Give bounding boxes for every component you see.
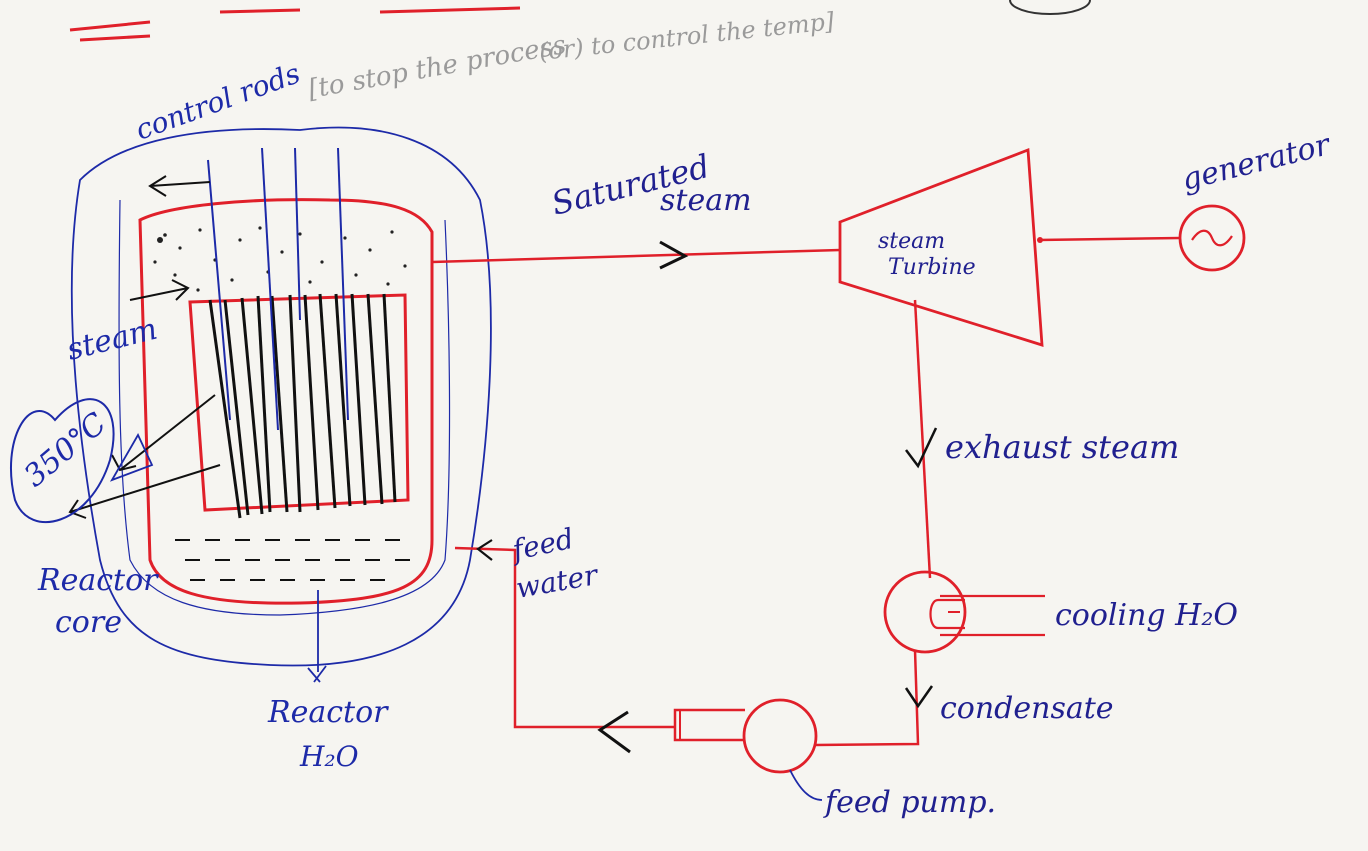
exhaust-steam-pipe [915,300,930,578]
feed-water-label-1: feed [508,522,577,567]
steam-turbine-label-1: steam [878,229,945,254]
saturated-steam-pipe [432,250,840,262]
control-note-line2: (or) to control the temp] [538,7,836,66]
feed-pump [675,700,816,772]
saturated-steam-label-2: steam [660,183,752,218]
feed-pump-label: feed pump. [823,785,996,820]
reactor-core-label-1: Reactor [37,563,159,598]
exhaust-steam-label: exhaust steam [945,428,1179,466]
condensate-label: condensate [940,691,1114,726]
steam-turbine-label-2: Turbine [888,255,976,280]
shield-inner-line [119,200,450,615]
cooling-h2o-label: cooling H₂O [1055,598,1238,633]
reactor-h2o-label-1: Reactor [267,695,389,730]
condenser [885,572,1045,652]
control-rods-label: control rods [131,57,304,147]
heading-underlines [70,8,520,40]
generator [1180,206,1244,270]
temperature-label: 350°C [18,406,113,494]
condensate-pipe [815,650,918,745]
reactor-h2o-label-2: H₂O [299,740,359,773]
return-arrow [600,712,630,752]
cutoff-circle [1010,0,1090,14]
feed-water-label-2: water [513,558,601,605]
steam-dots [153,226,406,291]
control-note-line1: [to stop the process [306,30,568,105]
turbine-shaft [1038,238,1180,240]
generator-label: generator [1178,127,1334,198]
fuel-rods [210,294,395,518]
turbine-shaft-dot [1037,237,1043,243]
feed-pump-pointer [790,770,822,800]
condensate-check-mark [906,686,932,706]
reactor-water-dashes [175,540,410,580]
reactor-core-label-2: core [55,605,122,640]
steam-label: steam [63,312,160,368]
